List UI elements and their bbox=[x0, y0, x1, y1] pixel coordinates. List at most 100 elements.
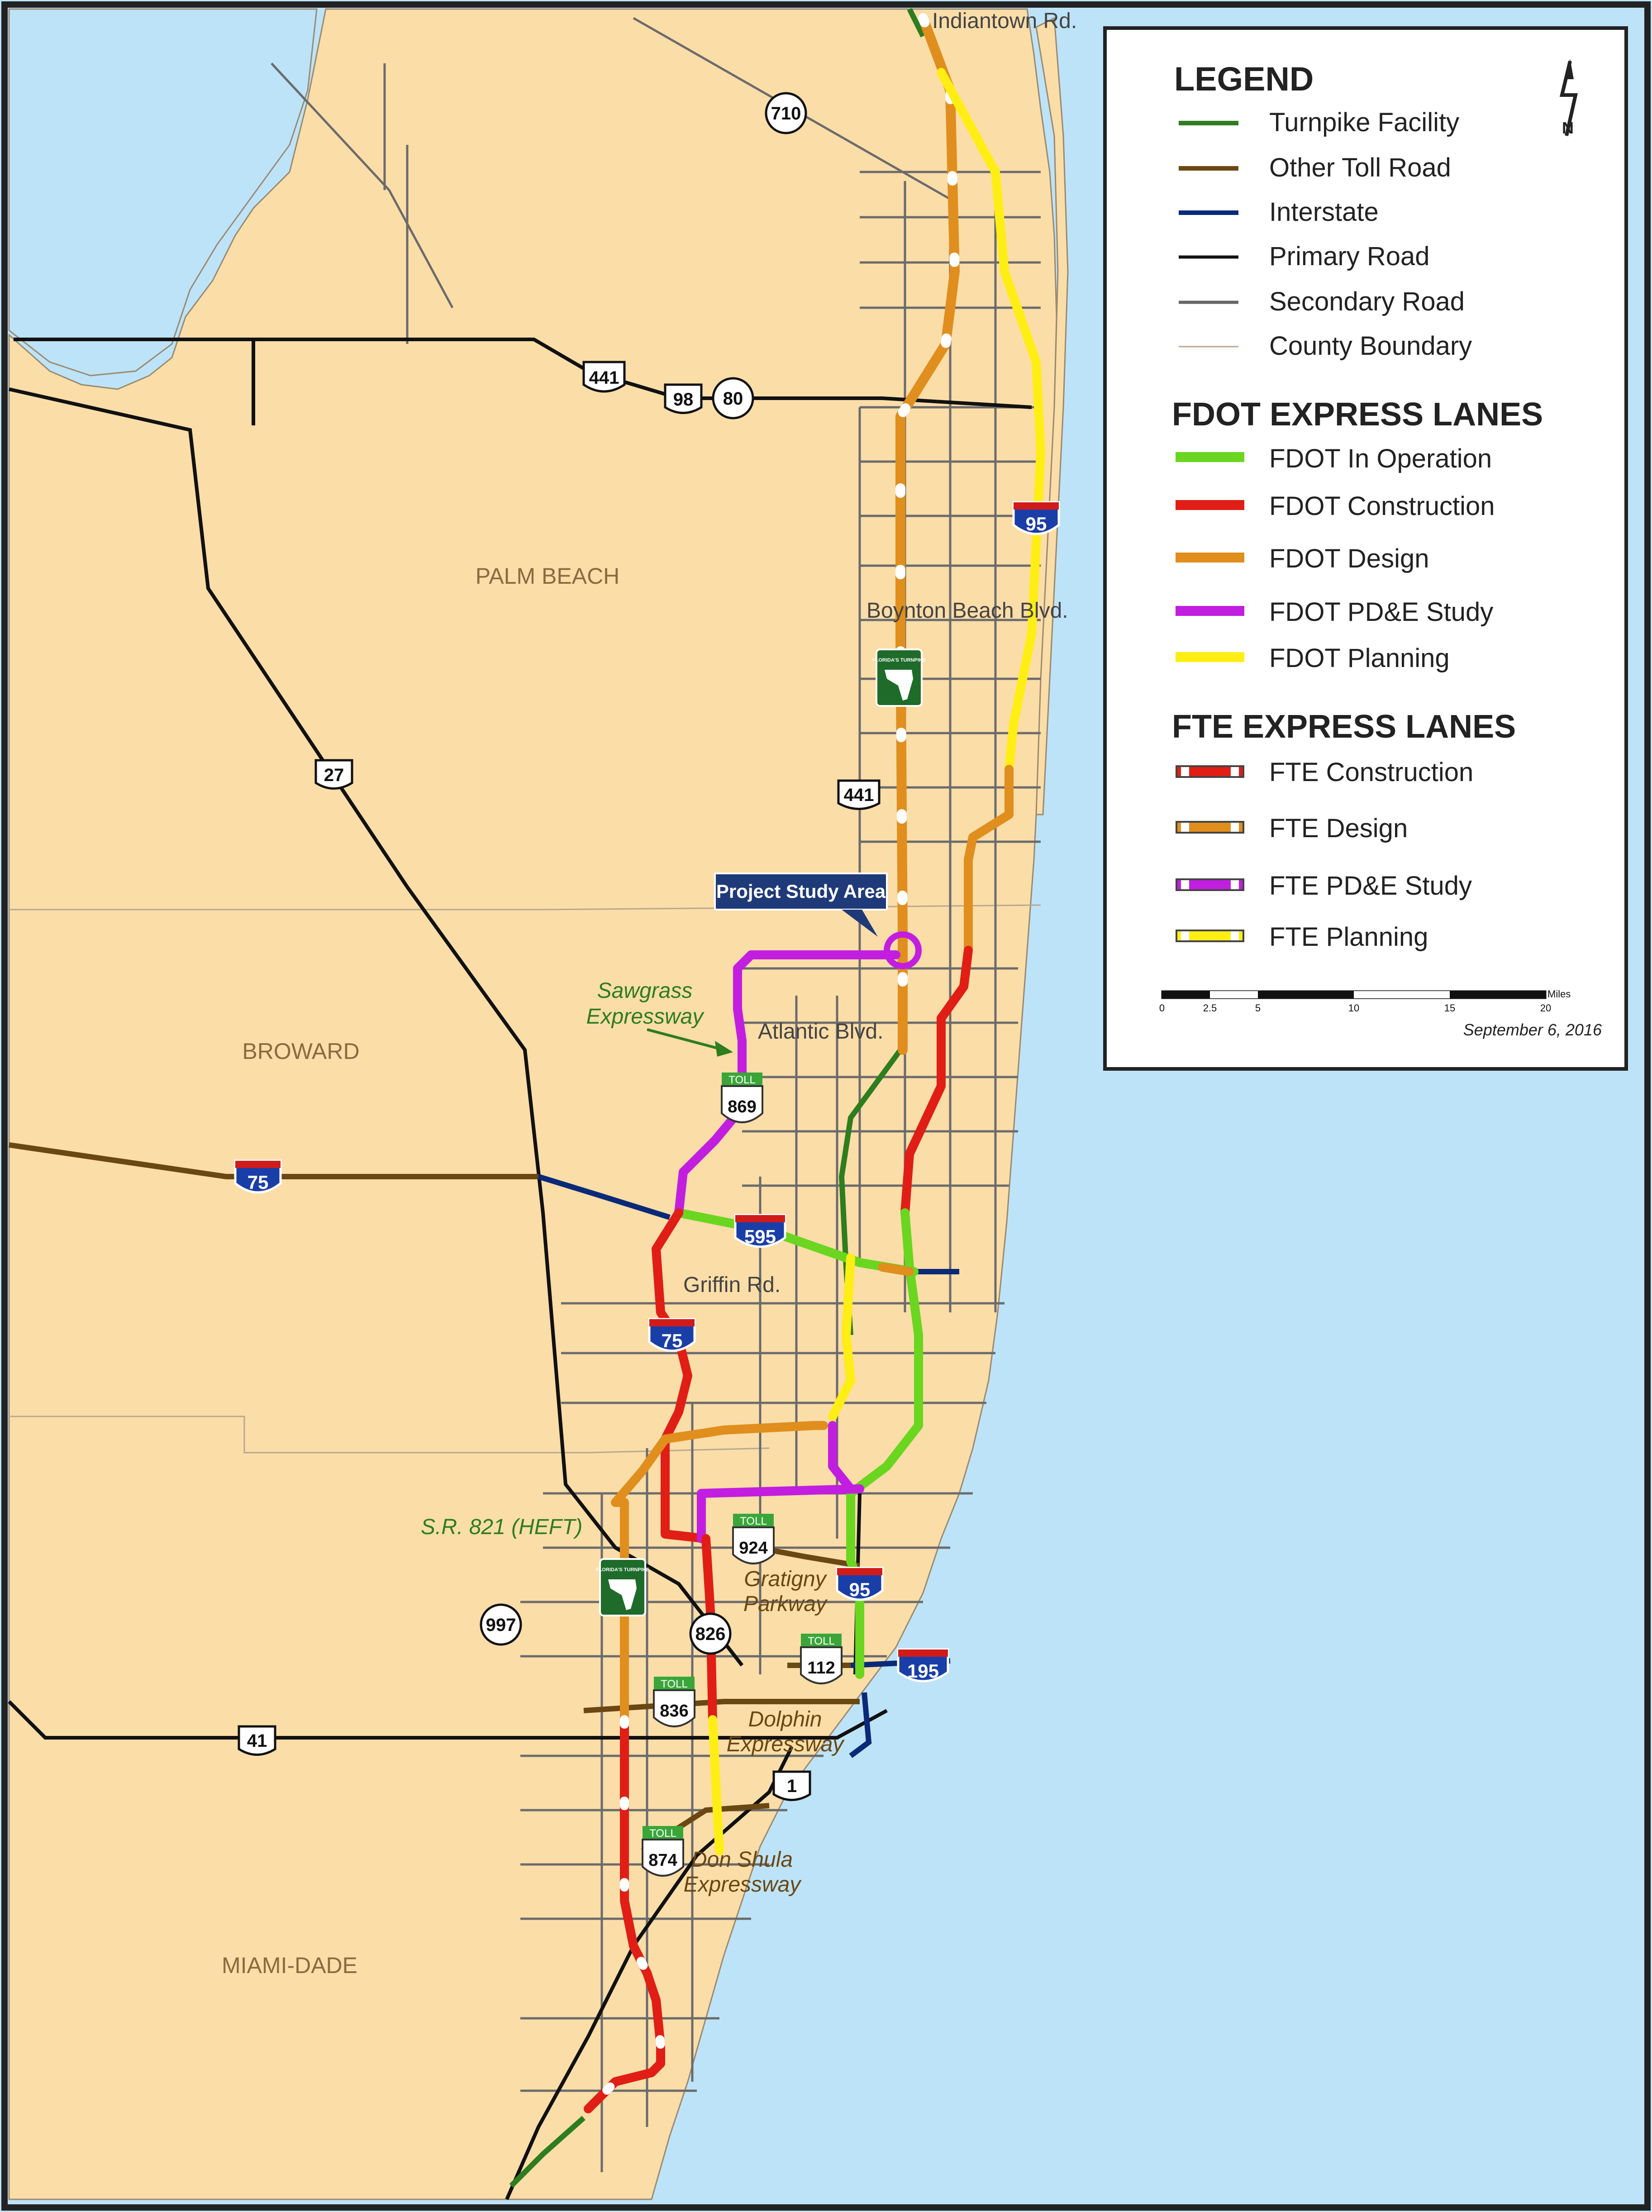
legend-fdot-title: FDOT EXPRESS LANES bbox=[1172, 396, 1543, 433]
shield-us41-number: 41 bbox=[247, 1731, 267, 1751]
legend-fte-item-label: FTE Design bbox=[1269, 814, 1408, 843]
shield-i95-north-number: 95 bbox=[1026, 513, 1047, 534]
label-dolphin-2: Expressway bbox=[727, 1732, 845, 1756]
shield-sr874-number: 874 bbox=[648, 1851, 677, 1870]
legend-fte-item-label: FTE Planning bbox=[1269, 922, 1428, 952]
county-boundaries bbox=[9, 904, 1041, 1454]
shield-us98: 98 bbox=[664, 383, 703, 414]
label-heft: S.R. 821 (HEFT) bbox=[421, 1515, 582, 1539]
legend-item-label: County Boundary bbox=[1269, 331, 1472, 361]
turnpike-sign-north-text: FLORIDA'S TURNPIKE bbox=[872, 658, 926, 663]
legend-panel: LEGEND N Turnpike Facility Other Toll Ro… bbox=[1103, 26, 1628, 1071]
north-arrow-label: N bbox=[1562, 119, 1574, 137]
county-label-miami-dade: MIAMI-DADE bbox=[222, 1953, 357, 1978]
shield-sr874: TOLL 874 bbox=[642, 1826, 684, 1877]
legend-fte-title: FTE EXPRESS LANES bbox=[1172, 709, 1516, 745]
shield-sr710: 710 bbox=[765, 92, 807, 134]
shield-sr80-number: 80 bbox=[723, 389, 743, 409]
shield-sr836-toll: TOLL bbox=[661, 1678, 688, 1690]
label-griffin: Griffin Rd. bbox=[683, 1273, 781, 1297]
label-sawgrass-1: Sawgrass bbox=[597, 979, 693, 1003]
project-study-area-pointer bbox=[842, 910, 878, 937]
express-lanes bbox=[584, 13, 1045, 2113]
shield-sr924: TOLL 924 bbox=[732, 1514, 775, 1564]
project-study-area-box[interactable] bbox=[714, 872, 888, 911]
legend-fdot-item-label: FDOT Planning bbox=[1269, 644, 1450, 673]
us-highway-shields: 441 98 27 441 41 1 bbox=[238, 361, 881, 1801]
label-sawgrass-2: Expressway bbox=[586, 1005, 705, 1029]
shield-sr874-toll: TOLL bbox=[649, 1827, 676, 1840]
sawgrass-arrow bbox=[647, 1028, 724, 1051]
shield-i195-number: 195 bbox=[907, 1660, 939, 1682]
shield-sr826-number: 826 bbox=[695, 1624, 726, 1644]
legend-title: LEGEND bbox=[1174, 60, 1314, 98]
shield-sr112-number: 112 bbox=[807, 1659, 835, 1678]
shield-i95-south: 95 bbox=[836, 1567, 884, 1601]
shield-sr80: 80 bbox=[712, 377, 754, 420]
shield-sr869-toll: TOLL bbox=[728, 1074, 756, 1086]
scale-tick-label: 0 bbox=[1159, 1002, 1165, 1014]
state-road-shields: 710 80 997 826 bbox=[480, 92, 807, 1655]
legend-background bbox=[1103, 26, 1628, 1071]
shield-i95-south-number: 95 bbox=[849, 1579, 871, 1600]
legend-item-label: Interstate bbox=[1269, 197, 1379, 227]
shield-us441-south: 441 bbox=[837, 779, 881, 810]
shield-sr924-number: 924 bbox=[739, 1539, 767, 1558]
shield-us41: 41 bbox=[238, 1725, 276, 1756]
label-dolphin-1: Dolphin bbox=[748, 1707, 822, 1731]
legend-date: September 6, 2016 bbox=[1463, 1020, 1602, 1039]
county-label-broward: BROWARD bbox=[242, 1039, 359, 1064]
shield-sr710-number: 710 bbox=[771, 104, 801, 124]
shield-us98-number: 98 bbox=[673, 390, 694, 410]
north-arrow-icon: N bbox=[1559, 59, 1578, 137]
county-label-palm-beach: PALM BEACH bbox=[476, 563, 620, 589]
shield-sr112-toll: TOLL bbox=[808, 1635, 835, 1647]
shield-i595-number: 595 bbox=[744, 1226, 776, 1247]
shield-us1: 1 bbox=[772, 1770, 811, 1801]
label-gratigny-2: Parkway bbox=[743, 1592, 828, 1616]
shield-sr869-number: 869 bbox=[728, 1097, 756, 1116]
lake-okeechobee bbox=[8, 8, 318, 377]
scale-unit-label: Miles bbox=[1547, 988, 1571, 1000]
scale-bar: 0 2.5 5 10 15 20 Miles bbox=[1159, 988, 1571, 1014]
legend-item-label: Primary Road bbox=[1269, 242, 1430, 271]
label-boynton: Boynton Beach Blvd. bbox=[866, 599, 1068, 623]
sawgrass-arrowhead bbox=[715, 1041, 733, 1057]
label-indiantown: Indiantown Rd. bbox=[932, 9, 1077, 33]
shield-i195: 195 bbox=[897, 1648, 949, 1683]
shield-us441-north: 441 bbox=[582, 361, 626, 393]
shield-sr836-number: 836 bbox=[660, 1702, 688, 1721]
shield-i75-south-number: 75 bbox=[662, 1330, 683, 1351]
legend-item-label: Other Toll Road bbox=[1269, 153, 1451, 182]
legend-item-label: Secondary Road bbox=[1269, 287, 1465, 316]
turnpike-sign-south: FLORIDA'S TURNPIKE bbox=[596, 1558, 649, 1616]
legend-fdot-item-label: FDOT Design bbox=[1269, 544, 1429, 573]
shield-sr997-number: 997 bbox=[486, 1615, 516, 1635]
shield-sr826: 826 bbox=[689, 1612, 732, 1655]
shield-sr112: TOLL 112 bbox=[800, 1634, 843, 1684]
shield-sr836: TOLL 836 bbox=[653, 1677, 695, 1727]
shield-i75-west: 75 bbox=[234, 1159, 282, 1194]
shield-us441-north-number: 441 bbox=[589, 368, 619, 388]
shield-i75-west-number: 75 bbox=[248, 1172, 269, 1193]
legend-fdot-item-label: FDOT PD&E Study bbox=[1269, 597, 1493, 627]
shield-i75-south: 75 bbox=[648, 1318, 696, 1352]
shield-us441-south-number: 441 bbox=[844, 785, 874, 805]
interstate-shields: 95 75 595 75 95 195 bbox=[234, 501, 1060, 1683]
label-donshula-2: Expressway bbox=[684, 1873, 802, 1897]
legend-fdot-item-label: FDOT Construction bbox=[1269, 491, 1495, 521]
road-labels: Indiantown Rd. Boynton Beach Blvd. Atlan… bbox=[421, 9, 1077, 1897]
legend-fte-item-label: FTE Construction bbox=[1269, 758, 1473, 787]
scale-tick-label: 5 bbox=[1255, 1002, 1261, 1014]
legend-item-label: Turnpike Facility bbox=[1269, 108, 1459, 137]
project-study-area-callout[interactable]: Project Study Area bbox=[714, 872, 888, 937]
project-study-area-label: Project Study Area bbox=[716, 881, 886, 902]
legend-fdot-item-label: FDOT In Operation bbox=[1269, 444, 1492, 473]
shield-i595: 595 bbox=[734, 1214, 786, 1248]
scale-tick-label: 2.5 bbox=[1203, 1002, 1217, 1014]
turnpike-signs: FLORIDA'S TURNPIKE FLORIDA'S TURNPIKE bbox=[596, 648, 926, 1616]
shield-us1-number: 1 bbox=[787, 1776, 797, 1796]
secondary-roads bbox=[271, 17, 1041, 2172]
